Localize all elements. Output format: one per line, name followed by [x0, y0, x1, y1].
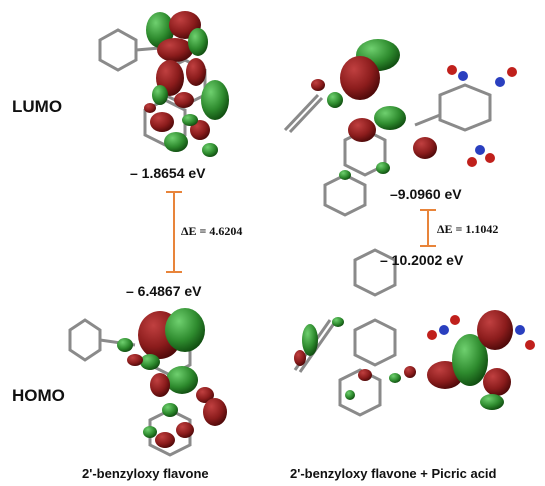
homo-label: HOMO	[12, 386, 65, 405]
left-homo-lobes	[117, 308, 227, 448]
right-lumo-nitro	[447, 65, 517, 167]
left-gap-value: ΔE = 4.6204	[181, 224, 243, 238]
right-homo-energy: – 10.2002 eV	[380, 252, 464, 268]
right-homo-lobes	[294, 310, 535, 410]
right-lumo-lobes	[311, 39, 437, 180]
right-gap-value: ΔE = 1.1042	[437, 222, 499, 236]
left-lumo-lobes	[144, 11, 229, 157]
left-homo-energy: – 6.4867 eV	[126, 283, 202, 299]
left-lumo-energy: – 1.8654 eV	[130, 165, 206, 181]
right-lumo-energy: –9.0960 eV	[390, 186, 462, 202]
right-gap-bar	[420, 209, 436, 247]
right-caption: 2'-benzyloxy flavone + Picric acid	[290, 466, 497, 481]
left-caption: 2'-benzyloxy flavone	[82, 466, 209, 481]
lumo-label: LUMO	[12, 97, 63, 116]
left-gap-bar	[166, 191, 182, 273]
